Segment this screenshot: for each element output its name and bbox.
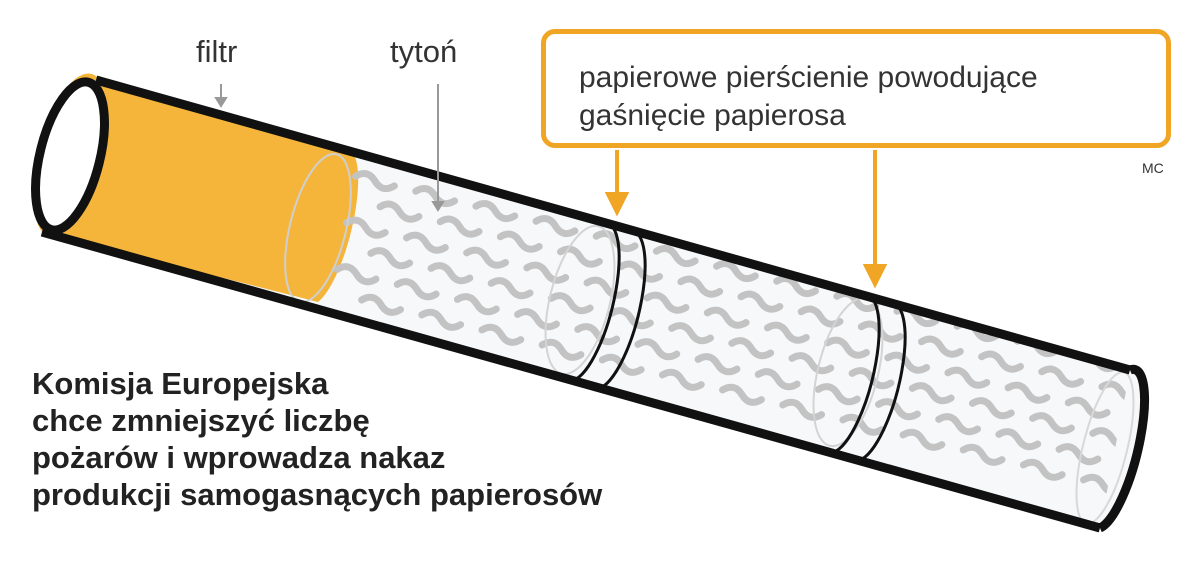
tobacco-squiggle: [1004, 381, 1051, 404]
tobacco-squiggle: [737, 290, 784, 313]
tobacco-squiggle: [436, 215, 483, 238]
tobacco-squiggle: [899, 428, 946, 451]
tobacco-squiggle: [754, 368, 801, 391]
tobacco-squiggle: [574, 323, 621, 346]
tobacco-squiggle: [935, 413, 982, 436]
tobacco-squiggle: [839, 413, 886, 436]
tobacco-squiggle: [814, 383, 861, 406]
tobacco-squiggle: [944, 366, 991, 389]
headline-line-4: produkcji samogasnących papierosów: [32, 477, 603, 512]
tobacco-squiggle: [472, 200, 519, 223]
tobacco-pointer-arrow: [431, 84, 445, 212]
cigarette-outline: [40, 75, 1150, 533]
tobacco-squiggle: [728, 337, 775, 360]
tobacco-squiggle: [694, 353, 741, 376]
filter-section: [33, 73, 359, 302]
tobacco-squiggle: [773, 275, 819, 298]
tobacco-squiggle: [532, 215, 579, 238]
tobacco-squiggle: [908, 382, 955, 405]
tobacco-squiggle: [376, 200, 423, 223]
tobacco-squiggle: [658, 368, 705, 391]
tobacco-squiggle: [824, 336, 870, 359]
rings-callout-box: papierowe pierścienie powodujące gaśnięc…: [541, 29, 1171, 148]
tobacco-squiggle: [393, 278, 440, 301]
tobacco-squiggle: [418, 308, 465, 331]
tobacco-squiggle: [514, 308, 560, 331]
tobacco-squiggle: [857, 320, 904, 343]
tobacco-squiggle: [487, 277, 534, 300]
tobacco-squiggle: [677, 275, 724, 298]
tobacco-squiggle: [875, 398, 921, 421]
tobacco-squiggle: [403, 231, 449, 254]
ring-1-callout-arrow: [604, 150, 630, 217]
headline-line-1: Komisja Europejska: [32, 366, 329, 401]
tobacco-squiggle: [607, 307, 654, 330]
tobacco-label: tytoń: [390, 34, 458, 69]
tobacco-squiggle: [668, 322, 714, 345]
tobacco-squiggle: [453, 293, 500, 316]
tobacco-squiggle: [703, 306, 750, 329]
tobacco-squiggle: [547, 292, 594, 315]
tobacco-squiggle: [995, 428, 1042, 451]
rings-callout-text: papierowe pierścienie powodujące gaśnięc…: [579, 61, 1038, 132]
tobacco-squiggle: [797, 305, 844, 328]
tobacco-squiggle: [617, 260, 664, 283]
tobacco-squiggle: [959, 443, 1006, 466]
tobacco-squiggle: [412, 185, 459, 208]
tobacco-squiggle: [1055, 443, 1102, 466]
tobacco-squiggle: [1098, 380, 1130, 403]
filter-pointer-arrow: [214, 84, 228, 108]
tobacco-squiggle: [538, 338, 585, 361]
headline: Komisja Europejska chce zmniejszyć liczb…: [32, 365, 602, 513]
tobacco-squiggle: [917, 335, 964, 358]
author-credit: MC: [1142, 160, 1164, 176]
tobacco-squiggle: [1029, 412, 1075, 435]
tobacco-squiggle: [1064, 396, 1111, 419]
tobacco-squiggle: [968, 397, 1015, 420]
tobacco-squiggle: [523, 261, 570, 284]
tobacco-squiggle: [788, 352, 835, 375]
tobacco-squiggle: [352, 170, 398, 193]
filter-end-opening: [31, 77, 109, 235]
tobacco-squiggle: [463, 246, 509, 269]
tobacco-squiggle: [478, 323, 525, 346]
tobacco-squiggle: [763, 321, 810, 344]
tobacco-squiggle: [333, 263, 380, 286]
tobacco-squiggle: [1019, 458, 1066, 481]
headline-line-2: chce zmniejszyć liczbę: [32, 403, 370, 438]
tobacco-squiggle: [592, 230, 639, 253]
tobacco-squiggle: [496, 230, 543, 253]
tobacco-squiggle: [583, 276, 630, 299]
headline-line-3: pożarów i wprowadza nakaz: [32, 440, 446, 475]
tobacco-squiggle: [978, 350, 1024, 373]
tobacco-squiggle: [652, 245, 699, 268]
ring-2-callout-arrow: [862, 150, 888, 289]
tobacco-squiggle: [719, 383, 765, 406]
tobacco-squiggle: [427, 262, 474, 285]
filter-label: filtr: [196, 34, 238, 69]
tobacco-squiggle: [643, 291, 690, 314]
tobacco-squiggle: [1038, 365, 1085, 388]
tobacco-squiggle: [713, 260, 759, 283]
tobacco-squiggle: [342, 216, 389, 239]
tobacco-squiggle: [634, 338, 681, 361]
tobacco-squiggle: [884, 351, 931, 374]
tobacco-squiggle: [367, 247, 414, 270]
tobacco-squiggle: [358, 293, 404, 316]
